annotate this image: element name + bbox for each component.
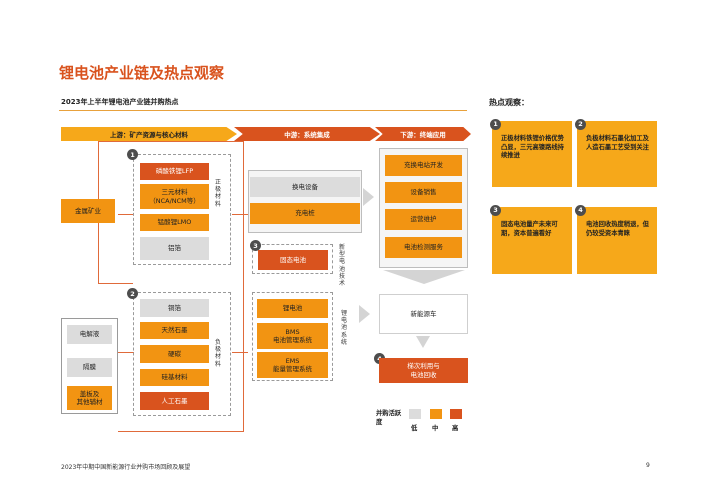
legend-swatch-high	[450, 409, 462, 419]
connector-line	[98, 223, 99, 283]
footer-text: 2023年中期中国新能源行业并购市场回顾及展望	[61, 464, 191, 471]
flow-arrow	[363, 188, 374, 206]
down-item-station-dev: 充换电站开发	[385, 155, 462, 176]
hot-item-3: 3 固态电池量产未来可期，资本普遍看好	[490, 205, 572, 274]
anode-item-cu-foil: 铜箔	[140, 299, 209, 317]
legend-title: 并购活跃度	[376, 410, 402, 426]
stage-upstream: 上游：矿产资源与核心材料	[61, 127, 237, 141]
other-item-cover-plate: 盖板及 其他辅材	[67, 386, 112, 410]
flow-arrow-down	[383, 270, 465, 284]
diagram-subtitle: 2023年上半年锂电池产业链并购热点	[61, 98, 179, 106]
hot-item-4: 4 电池回收热度稍退，但仍较受资本青睐	[575, 205, 657, 274]
subtitle-divider	[59, 110, 467, 111]
hot-text-2: 负极材料石墨化加工及人造石墨工艺受到关注	[586, 135, 649, 151]
anode-item-silicon: 硅基材料	[140, 369, 209, 386]
mid-item-swap-equipment: 换电设备	[250, 177, 360, 197]
mid-item-bms: BMS 电池管理系统	[257, 323, 328, 349]
solid-state-group	[252, 244, 333, 274]
battery-system-group	[252, 292, 333, 381]
hot-text-4: 电池回收热度稍退，但仍较受资本青睐	[586, 221, 649, 237]
legend-mid: 中	[432, 425, 439, 432]
solid-state-label: 新型电池技术	[339, 244, 346, 287]
connector-line	[232, 352, 248, 353]
hot-marker-3: 3	[490, 205, 501, 216]
connector-line	[98, 141, 243, 142]
legend-swatch-mid	[430, 409, 442, 419]
hot-marker-2: 2	[575, 119, 586, 130]
connector-line	[118, 431, 244, 432]
page-number: 9	[646, 462, 650, 469]
cathode-item-al-foil: 铝箔	[140, 237, 209, 260]
anode-group	[133, 292, 231, 416]
hot-item-2: 2 负极材料石墨化加工及人造石墨工艺受到关注	[575, 119, 657, 187]
connector-line	[118, 214, 134, 215]
anode-item-hard-carbon: 硬碳	[140, 345, 209, 363]
other-materials-group	[61, 318, 118, 414]
connector-line	[232, 214, 248, 215]
down-item-battery-testing: 电池检测服务	[385, 237, 462, 258]
stage-midstream: 中游：系统集成	[234, 127, 380, 141]
hot-observations-title: 热点观察：	[489, 98, 529, 107]
hot-marker-4: 4	[575, 205, 586, 216]
other-item-separator: 隔膜	[67, 358, 112, 377]
down-item-nev: 新能源车	[379, 294, 468, 334]
cathode-group	[133, 154, 231, 265]
mid-item-ems: EMS 能量管理系统	[257, 352, 328, 378]
battery-system-label: 锂电池系统	[341, 310, 348, 346]
page-title: 锂电池产业链及热点观察	[59, 64, 225, 82]
connector-line	[98, 141, 99, 205]
cathode-item-lfp: 磷酸铁锂LFP	[140, 163, 209, 180]
hot-text-3: 固态电池量产未来可期，资本普遍看好	[501, 221, 558, 237]
cathode-item-lmo: 锰酸锂LMO	[140, 214, 209, 231]
down-item-operation: 运营维护	[385, 209, 462, 230]
mid-item-solid-state-battery: 固态电池	[258, 250, 328, 270]
legend-swatch-low	[409, 409, 421, 419]
anode-item-artificial-graphite: 人工石墨	[140, 392, 209, 410]
hot-item-1: 1 正极材料铁锂价格优势凸显，三元高镍路线持续推进	[490, 119, 572, 187]
hot-marker-1: 1	[490, 119, 501, 130]
hot-text-1: 正极材料铁锂价格优势凸显，三元高镍路线持续推进	[501, 135, 564, 159]
legend-high: 高	[452, 425, 459, 432]
flow-arrow	[359, 305, 370, 323]
cathode-item-nca-ncm: 三元材料 （NCA/NCM等）	[140, 184, 209, 209]
anode-label: 负极材料	[215, 339, 222, 368]
marker-2: 2	[127, 288, 138, 299]
stage-downstream: 下游：终端应用	[375, 127, 471, 141]
connector-line	[243, 141, 244, 431]
flow-arrow-down	[416, 336, 430, 348]
mid-item-lithium-battery: 锂电池	[257, 299, 328, 318]
metal-mining-box: 金属矿业	[61, 199, 115, 223]
marker-3: 3	[250, 240, 261, 251]
other-item-electrolyte: 电解液	[67, 325, 112, 344]
down-item-equipment-sales: 设备销售	[385, 182, 462, 203]
legend-low: 低	[411, 425, 418, 432]
connector-line	[118, 352, 134, 353]
marker-1: 1	[127, 149, 138, 160]
mid-item-charging-pile: 充电桩	[250, 203, 360, 224]
down-item-recycling: 梯次利用与 电池回收	[379, 358, 468, 383]
anode-item-natural-graphite: 天然石墨	[140, 322, 209, 339]
cathode-label: 正极材料	[215, 179, 222, 208]
connector-line	[98, 283, 133, 284]
